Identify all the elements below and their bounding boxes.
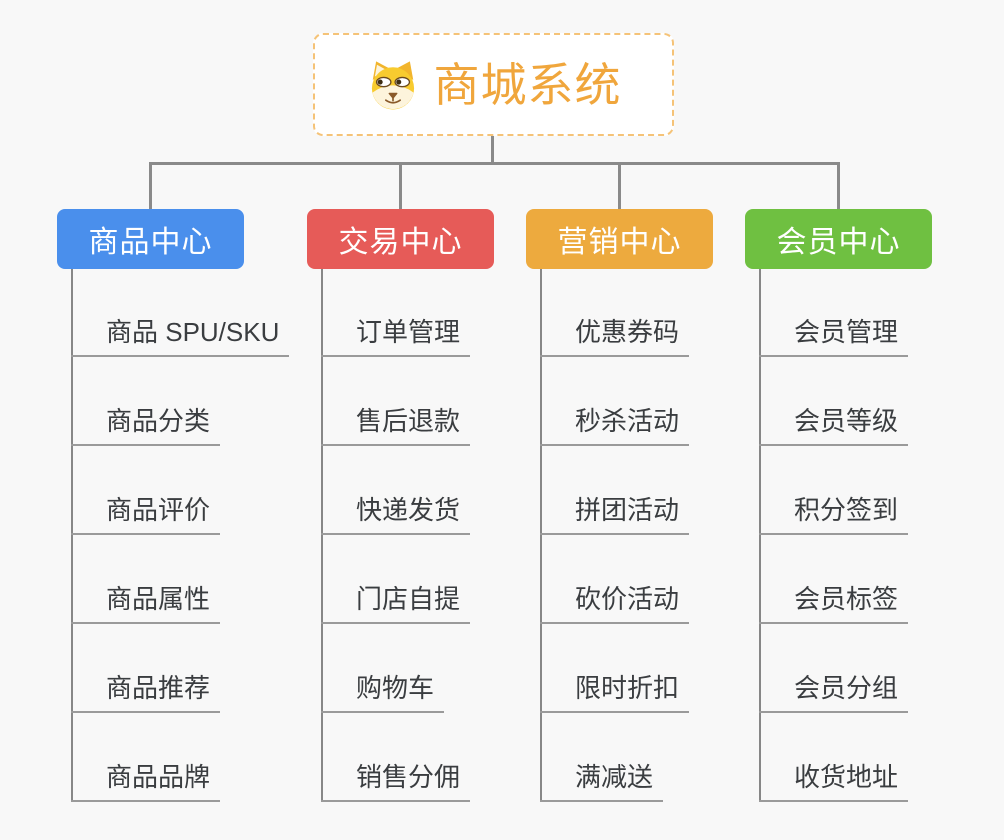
connector-drop-trade [399, 162, 402, 210]
leaf-node[interactable]: 订单管理 [321, 315, 471, 357]
branch-member-center: 会员中心 会员管理 会员等级 积分签到 会员标签 会员分组 收货地址 [745, 209, 995, 809]
branch-node-product-center[interactable]: 商品中心 [57, 209, 244, 269]
connector-drop-marketing [618, 162, 621, 210]
leaf-node[interactable]: 商品品牌 [71, 760, 221, 802]
connector-drop-member [837, 162, 840, 210]
leaf-node[interactable]: 砍价活动 [540, 582, 690, 624]
branch-node-member-center[interactable]: 会员中心 [745, 209, 932, 269]
leaf-node[interactable]: 销售分佣 [321, 760, 471, 802]
leaf-node[interactable]: 满减送 [540, 760, 664, 802]
leaf-node[interactable]: 拼团活动 [540, 493, 690, 535]
leaf-node[interactable]: 商品分类 [71, 404, 221, 446]
branch-marketing-center: 营销中心 优惠券码 秒杀活动 拼团活动 砍价活动 限时折扣 满减送 [526, 209, 776, 809]
branch-trade-center: 交易中心 订单管理 售后退款 快递发货 门店自提 购物车 销售分佣 [307, 209, 557, 809]
leaf-node[interactable]: 商品 SPU/SKU [71, 315, 290, 357]
leaf-node[interactable]: 限时折扣 [540, 671, 690, 713]
leaf-node[interactable]: 积分签到 [759, 493, 909, 535]
leaf-node[interactable]: 秒杀活动 [540, 404, 690, 446]
connector-rail [149, 162, 840, 165]
leaf-node[interactable]: 优惠券码 [540, 315, 690, 357]
leaf-node[interactable]: 会员等级 [759, 404, 909, 446]
dog-face-icon [371, 60, 414, 109]
leaf-node[interactable]: 商品评价 [71, 493, 221, 535]
root-node-mall-system[interactable]: 商城系统 [313, 33, 674, 136]
branch-node-trade-center[interactable]: 交易中心 [307, 209, 494, 269]
leaf-node[interactable]: 购物车 [321, 671, 445, 713]
leaf-node[interactable]: 会员分组 [759, 671, 909, 713]
leaf-node[interactable]: 门店自提 [321, 582, 471, 624]
branch-product-center: 商品中心 商品 SPU/SKU 商品分类 商品评价 商品属性 商品推荐 商品品牌 [57, 209, 307, 809]
leaf-node[interactable]: 快递发货 [321, 493, 471, 535]
leaf-node[interactable]: 会员标签 [759, 582, 909, 624]
leaf-node[interactable]: 售后退款 [321, 404, 471, 446]
leaf-node[interactable]: 商品推荐 [71, 671, 221, 713]
leaf-node[interactable]: 收货地址 [759, 760, 909, 802]
leaf-node[interactable]: 商品属性 [71, 582, 221, 624]
branch-node-marketing-center[interactable]: 营销中心 [526, 209, 713, 269]
connector-root-stem [491, 136, 494, 164]
connector-drop-product [149, 162, 152, 210]
root-node-title: 商城系统 [433, 58, 622, 111]
leaf-node[interactable]: 会员管理 [759, 315, 909, 357]
